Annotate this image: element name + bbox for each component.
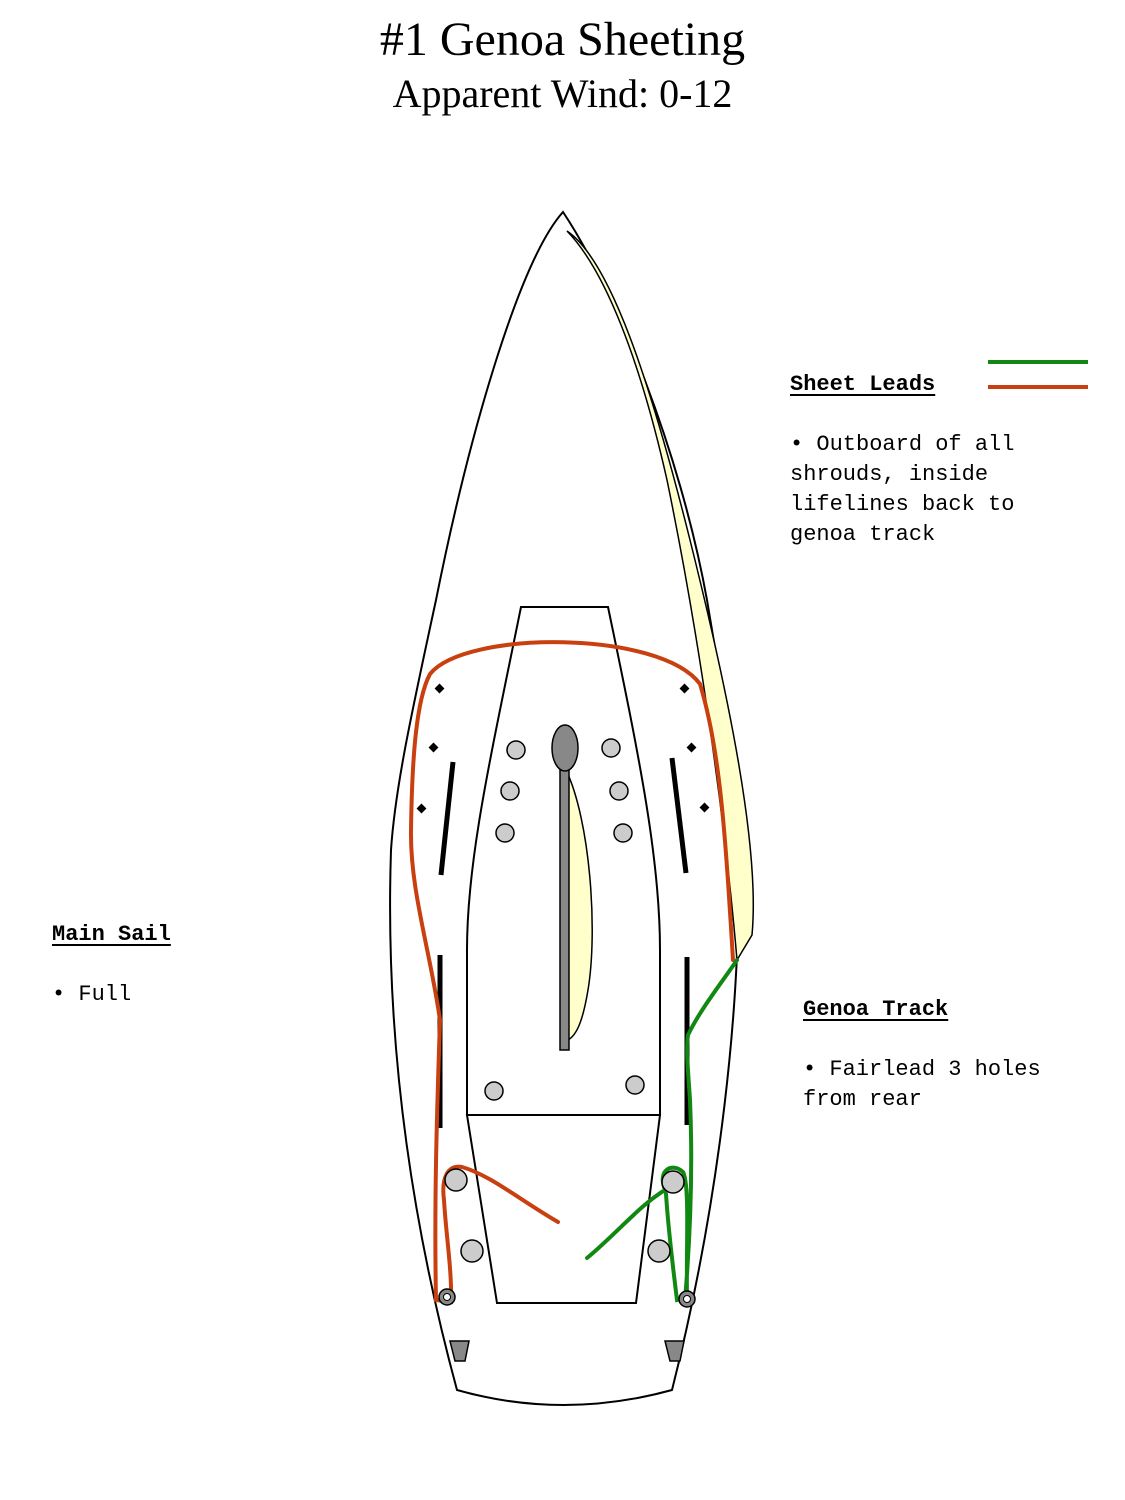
note-heading: Sheet Leads [790,372,936,397]
stern-cleat-icon [449,1340,470,1362]
shroud-chainplate-icon [434,683,445,694]
genoa-sail [566,230,755,963]
note-list: Fairlead 3 holes from rear [803,1055,1093,1115]
note-item: Outboard of all shrouds, inside lifeline… [790,430,1080,550]
shroud-chainplate-icon [428,742,439,753]
fitting-icon [506,740,526,760]
note-list: Outboard of all shrouds, inside lifeline… [790,430,1080,550]
shroud-chainplate-icon [686,742,697,753]
cockpit [465,1114,662,1304]
shroud-chainplate-icon [699,802,710,813]
note-heading: Main Sail [52,922,171,947]
winch-icon [661,1170,685,1194]
stern-cleats [449,1340,685,1362]
starboard-forward-track [669,757,689,874]
note-list: Full [52,980,312,1010]
starboard-sheet [585,958,739,1303]
fitting-icon [484,1081,504,1101]
note-main-sail: Main Sail Full [52,920,312,1010]
stern-cleat-icon [664,1340,685,1362]
winch-icon [647,1239,671,1263]
fitting-icon [625,1075,645,1095]
fitting-icon [495,823,515,843]
note-sheet-leads: Sheet Leads Outboard of all shrouds, ins… [790,370,1080,550]
fitting-icon [500,781,520,801]
diagram-title: #1 Genoa Sheeting [379,13,746,66]
winch-icon [444,1168,468,1192]
winch-icon [460,1239,484,1263]
fitting-icon [609,781,629,801]
port-sheet [408,640,735,1305]
note-item: Fairlead 3 holes from rear [803,1055,1093,1115]
boom [559,769,570,1051]
diagram-subtitle: Apparent Wind: 0-12 [392,71,733,116]
note-item: Full [52,980,312,1010]
legend-starboard-sheet-line [988,360,1088,364]
legend-port-sheet-line [988,385,1088,389]
note-heading: Genoa Track [803,997,949,1022]
shroud-bases [416,683,710,814]
mast [551,724,579,772]
cabin-fittings [484,738,645,1101]
shroud-chainplate-icon [679,683,690,694]
port-forward-track [438,761,456,876]
sheet-blocks [438,1288,696,1308]
shroud-chainplate-icon [416,803,427,814]
note-genoa-track: Genoa Track Fairlead 3 holes from rear [803,995,1093,1115]
fitting-icon [613,823,633,843]
main-sail [565,769,593,1042]
fitting-icon [601,738,621,758]
winches [444,1168,685,1263]
